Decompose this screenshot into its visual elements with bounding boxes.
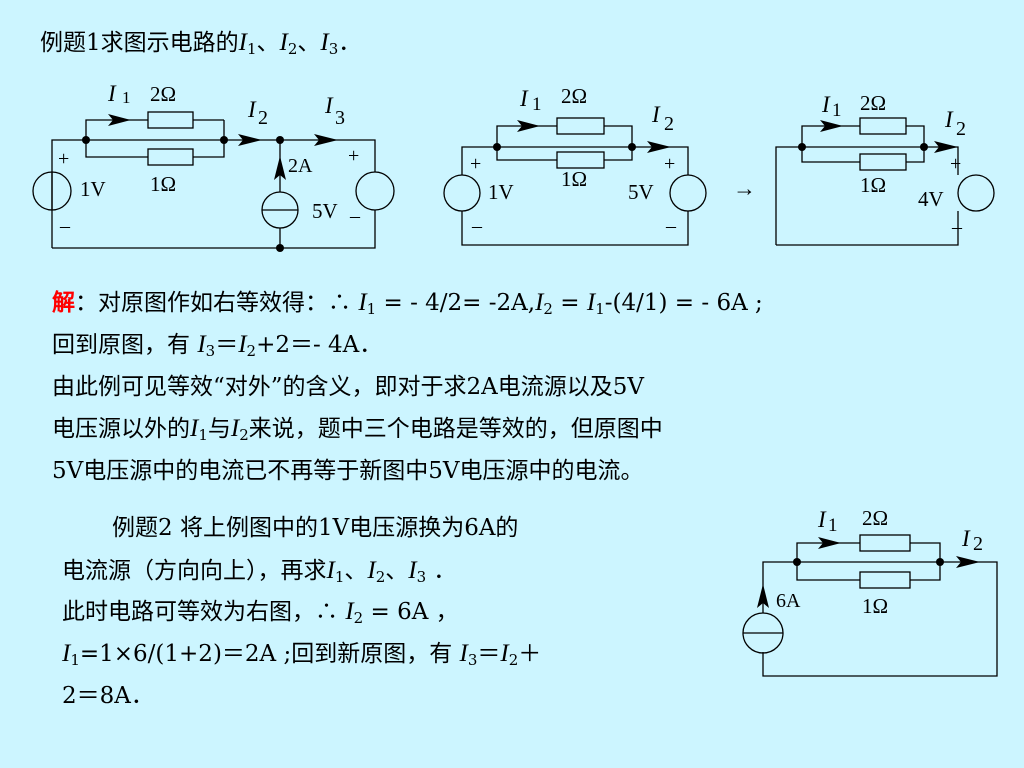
minus-sign: – (59, 215, 71, 237)
label-1v: 1V (488, 180, 514, 204)
solution-line-1: 解：对原图作如右等效得：∴ I1 = - 4/2= -2A,I2 = I1-(4… (52, 289, 763, 318)
solution-line-4: 电压源以外的I1与I2来说，题中三个电路是等效的，但原图中 (52, 415, 663, 444)
label-1ohm: 1Ω (150, 172, 176, 196)
label-i2-sub: 2 (664, 113, 674, 135)
solution-line-5: 5V电压源中的电流已不再等于新图中5V电压源中的电流。 (52, 458, 644, 484)
plus-sign: + (950, 153, 961, 175)
plus-sign: + (470, 153, 481, 175)
arrow-i2 (956, 556, 980, 568)
label-i3: I (324, 93, 334, 118)
label-i1: I (821, 92, 831, 117)
label-i1-sub: 1 (532, 94, 542, 115)
label-i2: I (961, 526, 971, 551)
minus-sign: – (665, 215, 677, 237)
label-i2: I (651, 102, 661, 127)
example2-line-2: 电流源（方向向上），再求I1、I2、I3 ． (62, 557, 457, 586)
solution-line-2: 回到原图，有 I3＝I2+2＝- 4A． (52, 331, 383, 360)
plus-sign: + (664, 153, 675, 175)
voltage-source-5v (669, 174, 707, 212)
circuit-original-wires (51, 119, 376, 249)
label-i2-sub: 2 (956, 118, 966, 140)
voltage-source-1v (443, 174, 481, 212)
circuit-equivalent-1-wires (461, 125, 689, 246)
resistor-1ohm (859, 153, 907, 171)
resistor-1ohm (147, 148, 194, 166)
label-i1-sub: 1 (828, 515, 838, 536)
resistor-2ohm (556, 117, 605, 135)
label-i1-sub: 1 (122, 88, 131, 107)
resistor-1ohm (556, 151, 605, 169)
label-1v: 1V (80, 177, 106, 201)
minus-sign: – (471, 215, 483, 237)
node-dot (920, 143, 928, 151)
label-5v: 5V (628, 180, 654, 204)
arrow-i2 (647, 141, 671, 153)
label-2ohm: 2Ω (150, 82, 176, 106)
node-dot (276, 136, 284, 144)
label-4v: 4V (918, 187, 944, 211)
label-1ohm: 1Ω (860, 173, 886, 197)
plus-sign: + (58, 148, 69, 170)
label-2ohm: 2Ω (561, 84, 587, 108)
label-2ohm: 2Ω (862, 506, 888, 530)
voltage-source-4v (957, 174, 995, 212)
label-i2-sub: 2 (973, 533, 983, 555)
node-dot (276, 244, 284, 252)
example2-line-4: I1=1×6/(1+2)＝2A ;回到新原图，有 I3＝I2＋ (62, 640, 542, 669)
resistor-2ohm (859, 117, 907, 135)
node-dot (798, 143, 806, 151)
example2-line-5: 2＝8A． (62, 683, 154, 709)
example2-line-3: 此时电路可等效为右图，∴ I2 = 6A ， (62, 598, 459, 627)
example1-title: 例题1求图示电路的I1、I2、I3． (40, 29, 362, 58)
equivalence-arrow: → (733, 176, 756, 201)
plus-sign: + (348, 145, 359, 167)
node-dot (82, 136, 90, 144)
label-i2: I (944, 107, 954, 132)
arrow-i1 (818, 537, 841, 549)
resistor-2ohm (147, 111, 194, 129)
arrow-i1 (108, 114, 131, 126)
label-1ohm: 1Ω (561, 167, 587, 191)
label-i3-sub: 3 (335, 107, 345, 129)
arrow-6a (757, 584, 769, 608)
label-i2-sub: 2 (258, 107, 268, 129)
label-i1: I (107, 81, 117, 106)
label-i1-sub: 1 (832, 100, 842, 121)
label-5v: 5V (312, 199, 338, 223)
arrow-i1 (517, 120, 540, 132)
node-dot (936, 558, 944, 566)
node-dot (220, 136, 228, 144)
voltage-source-1v (32, 171, 72, 211)
arrow-i2 (934, 141, 958, 153)
resistor-2ohm (859, 534, 911, 552)
node-dot (793, 558, 801, 566)
label-i2: I (247, 97, 257, 122)
label-i1: I (519, 86, 529, 111)
resistor-1ohm (859, 571, 911, 589)
node-dot (628, 143, 636, 151)
minus-sign: – (349, 205, 361, 227)
label-2a: 2A (288, 155, 313, 177)
solution-label: 解 (52, 289, 75, 316)
example2-line-1: 例题2 将上例图中的1V电压源换为6A的 (112, 515, 519, 541)
label-i1: I (817, 507, 827, 532)
label-6a: 6A (776, 590, 801, 612)
arrow-i3 (314, 134, 338, 146)
voltage-source-5v (355, 171, 395, 211)
arrow-i2 (238, 134, 262, 146)
label-1ohm: 1Ω (862, 594, 888, 618)
arrow-2a (274, 156, 286, 180)
label-2ohm: 2Ω (860, 91, 886, 115)
minus-sign: – (951, 216, 963, 238)
node-dot (493, 143, 501, 151)
arrow-i1 (820, 120, 843, 132)
solution-line-3: 由此例可见等效“对外”的含义，即对于求2A电流源以及5V (52, 374, 645, 400)
